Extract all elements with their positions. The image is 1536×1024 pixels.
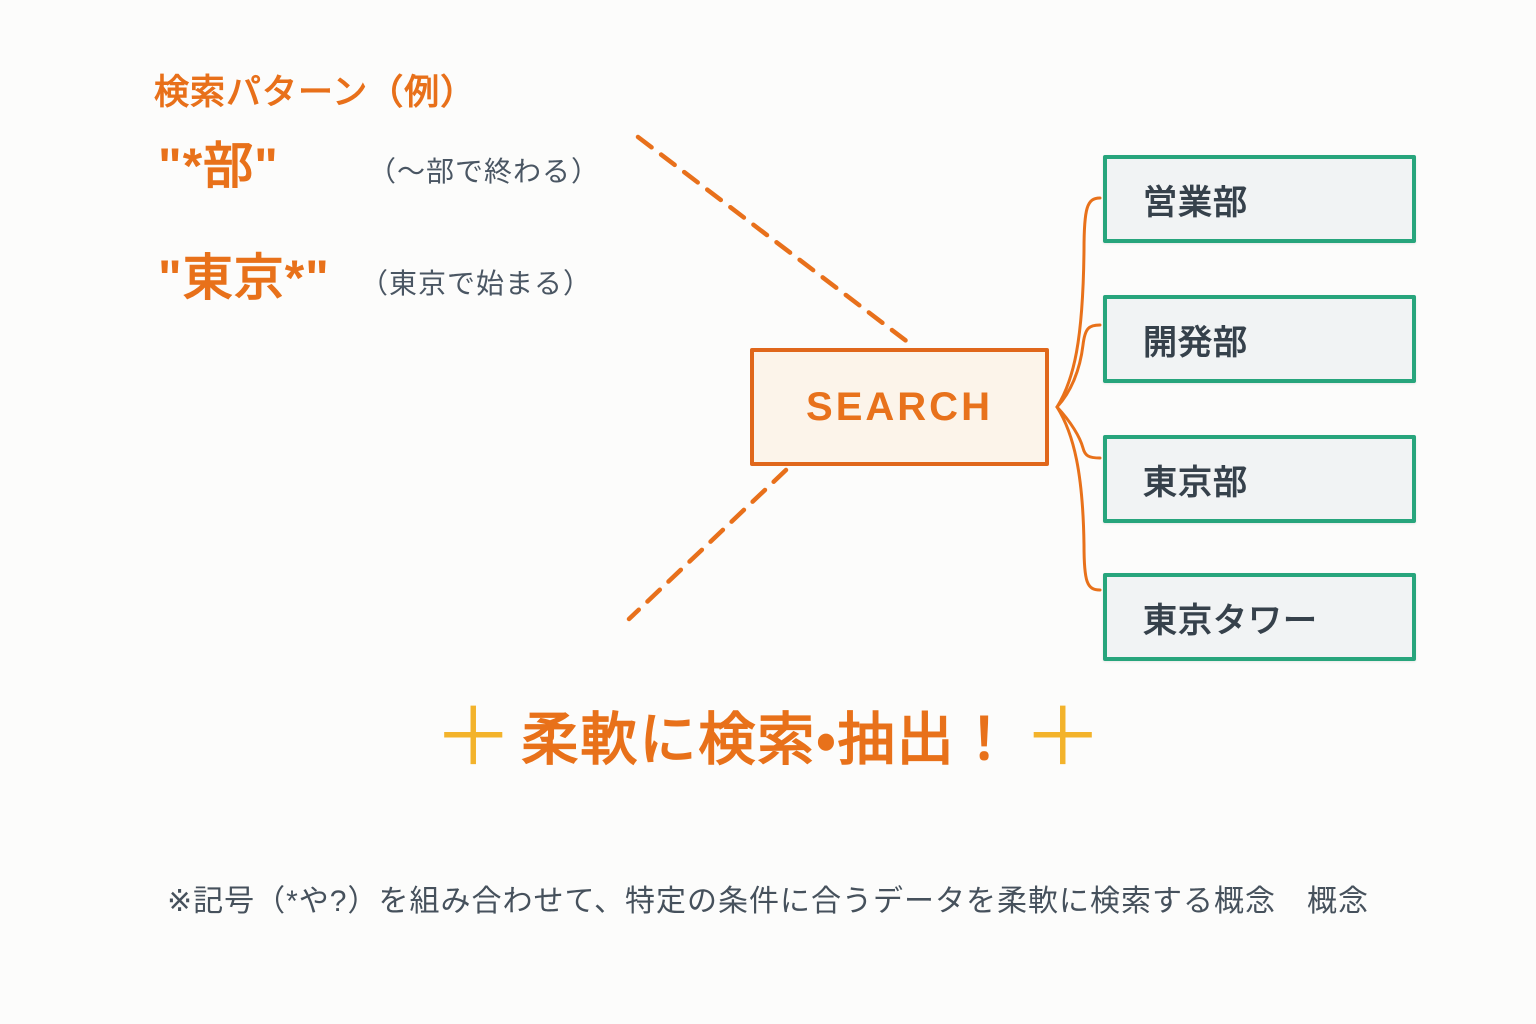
pattern-example-suffix: "*部" [158,138,279,194]
brace-connector [1055,196,1102,592]
pattern-example-prefix: "東京*" [158,250,330,306]
footnote: ※記号（*や?）を組み合わせて、特定の条件に合うデータを柔軟に検索する概念 概念 [167,885,1369,918]
dashed-line-lower [626,467,789,622]
pattern-section-title: 検索パターン（例） [154,73,477,112]
headline: ＋ 柔軟に検索・抽出！ ＋ [0,693,1536,782]
plus-icon: ＋ [433,693,514,782]
search-node: SEARCH [750,348,1049,466]
result-box-development-dept: 開発部 [1103,295,1416,383]
result-label: 東京タワー [1143,601,1318,640]
result-box-sales-dept: 営業部 [1103,155,1416,243]
dashed-line-upper [635,134,912,346]
headline-text: 柔軟に検索・抽出！ [521,707,1015,772]
result-box-tokyo-dept: 東京部 [1103,435,1416,523]
pattern-example-suffix-description: （〜部で終わる） [368,156,601,187]
result-box-tokyo-tower: 東京タワー [1103,573,1416,661]
pattern-example-prefix-description: （東京で始まる） [360,268,593,299]
plus-icon: ＋ [1022,693,1103,782]
search-node-label: SEARCH [806,384,993,429]
result-label: 開発部 [1143,323,1248,362]
result-label: 営業部 [1143,183,1248,222]
result-label: 東京部 [1143,463,1248,502]
